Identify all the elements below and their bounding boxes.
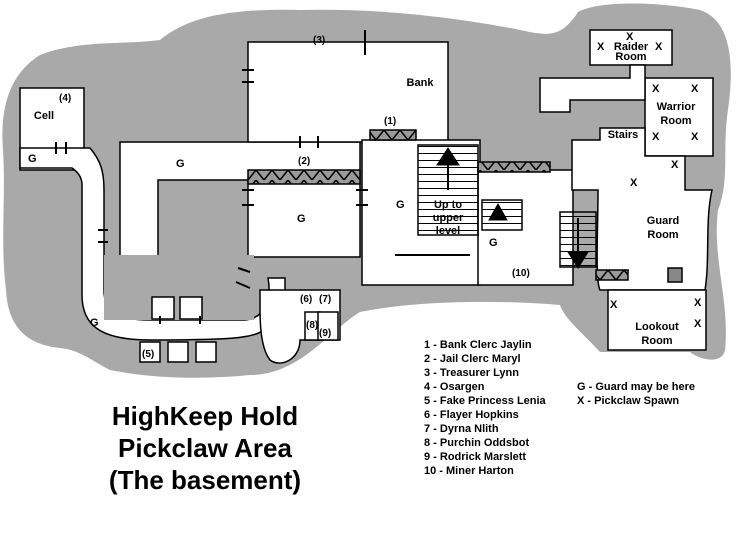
marker-7: (7) [319, 294, 331, 305]
guard-symbol: G [90, 317, 99, 329]
cell-label: Cell [34, 110, 54, 122]
spawn-symbol: X [691, 131, 699, 143]
title-line-2: Pickclaw Area [118, 433, 292, 463]
warrior-label-2: Room [660, 115, 691, 127]
guard-symbol: G [176, 158, 185, 170]
spawn-symbol: X [652, 83, 660, 95]
warrior-label-1: Warrior [657, 101, 696, 113]
bank-label: Bank [407, 77, 435, 89]
bank-room [247, 41, 449, 143]
legend-spawn: X - Pickclaw Spawn [577, 395, 680, 407]
legend-item: 4 - Osargen [424, 381, 485, 393]
spawn-symbol: X [694, 297, 702, 309]
legend-item: 2 - Jail Clerc Maryl [424, 353, 521, 365]
counter-east [477, 161, 551, 173]
legend-item: 7 - Dyrna Nlith [424, 423, 499, 435]
marker-10: (10) [512, 268, 530, 279]
legend-guard: G - Guard may be here [577, 381, 695, 393]
marker-8: (8) [306, 320, 318, 331]
spawn-symbol: X [610, 299, 618, 311]
counter-2 [247, 169, 361, 185]
marker-4: (4) [59, 93, 71, 104]
legend-item: 3 - Treasurer Lynn [424, 367, 519, 379]
legend-item: 1 - Bank Clerc Jaylin [424, 339, 532, 351]
spawn-symbol: X [691, 83, 699, 95]
spawn-symbol: X [630, 177, 638, 189]
raider-label-2: Room [615, 51, 646, 63]
legend-item: 10 - Miner Harton [424, 465, 514, 477]
title-line-3: (The basement) [108, 465, 302, 495]
spawn-symbol: X [652, 131, 660, 143]
spawn-symbol: X [694, 318, 702, 330]
spawn-symbol: X [655, 41, 663, 53]
legend-item: 6 - Flayer Hopkins [424, 409, 519, 421]
counter-1 [369, 129, 417, 141]
marker-1: (1) [384, 116, 396, 127]
guard-room-label-2: Room [647, 229, 678, 241]
guard-room-label-1: Guard [647, 215, 679, 227]
lookout-room [607, 289, 707, 351]
legend-item: 5 - Fake Princess Lenia [424, 395, 546, 407]
spawn-markers: X X X X X X X X X X X X [597, 31, 702, 330]
guard-symbol: G [297, 213, 306, 225]
marker-3: (3) [313, 35, 325, 46]
title-line-1: HighKeep Hold [111, 401, 299, 431]
lookout-label-1: Lookout [635, 321, 679, 333]
warrior-room [644, 77, 714, 157]
stairs-label: Stairs [608, 129, 639, 141]
guard-room [571, 127, 713, 291]
marker-5: (5) [142, 349, 154, 360]
spawn-symbol: X [626, 31, 634, 43]
npc-legend: 1 - Bank Clerc Jaylin 2 - Jail Clerc Mar… [424, 338, 546, 478]
guard-symbol: G [489, 237, 498, 249]
spawn-symbol: X [671, 159, 679, 171]
guard-symbol: G [396, 199, 405, 211]
upper-label-1: Up to [434, 199, 462, 211]
raider-room [589, 29, 673, 66]
marker-6: (6) [300, 294, 312, 305]
marker-2: (2) [298, 156, 310, 167]
guard-symbol: G [28, 153, 37, 165]
counter-south [595, 269, 629, 281]
symbol-legend: G - Guard may be here X - Pickclaw Spawn [577, 380, 695, 408]
spawn-symbol: X [597, 41, 605, 53]
marker-9: (9) [319, 328, 331, 339]
upper-label-2: upper [433, 212, 464, 224]
map-title: HighKeep Hold Pickclaw Area (The basemen… [60, 400, 350, 496]
upper-label-3: level [436, 225, 460, 237]
raider-label-1: Raider [614, 41, 649, 53]
lookout-label-2: Room [641, 335, 672, 347]
guard-markers: G G G G G G [28, 153, 498, 329]
legend-item: 8 - Purchin Oddsbot [424, 437, 530, 449]
legend-item: 9 - Rodrick Marslett [424, 451, 527, 463]
